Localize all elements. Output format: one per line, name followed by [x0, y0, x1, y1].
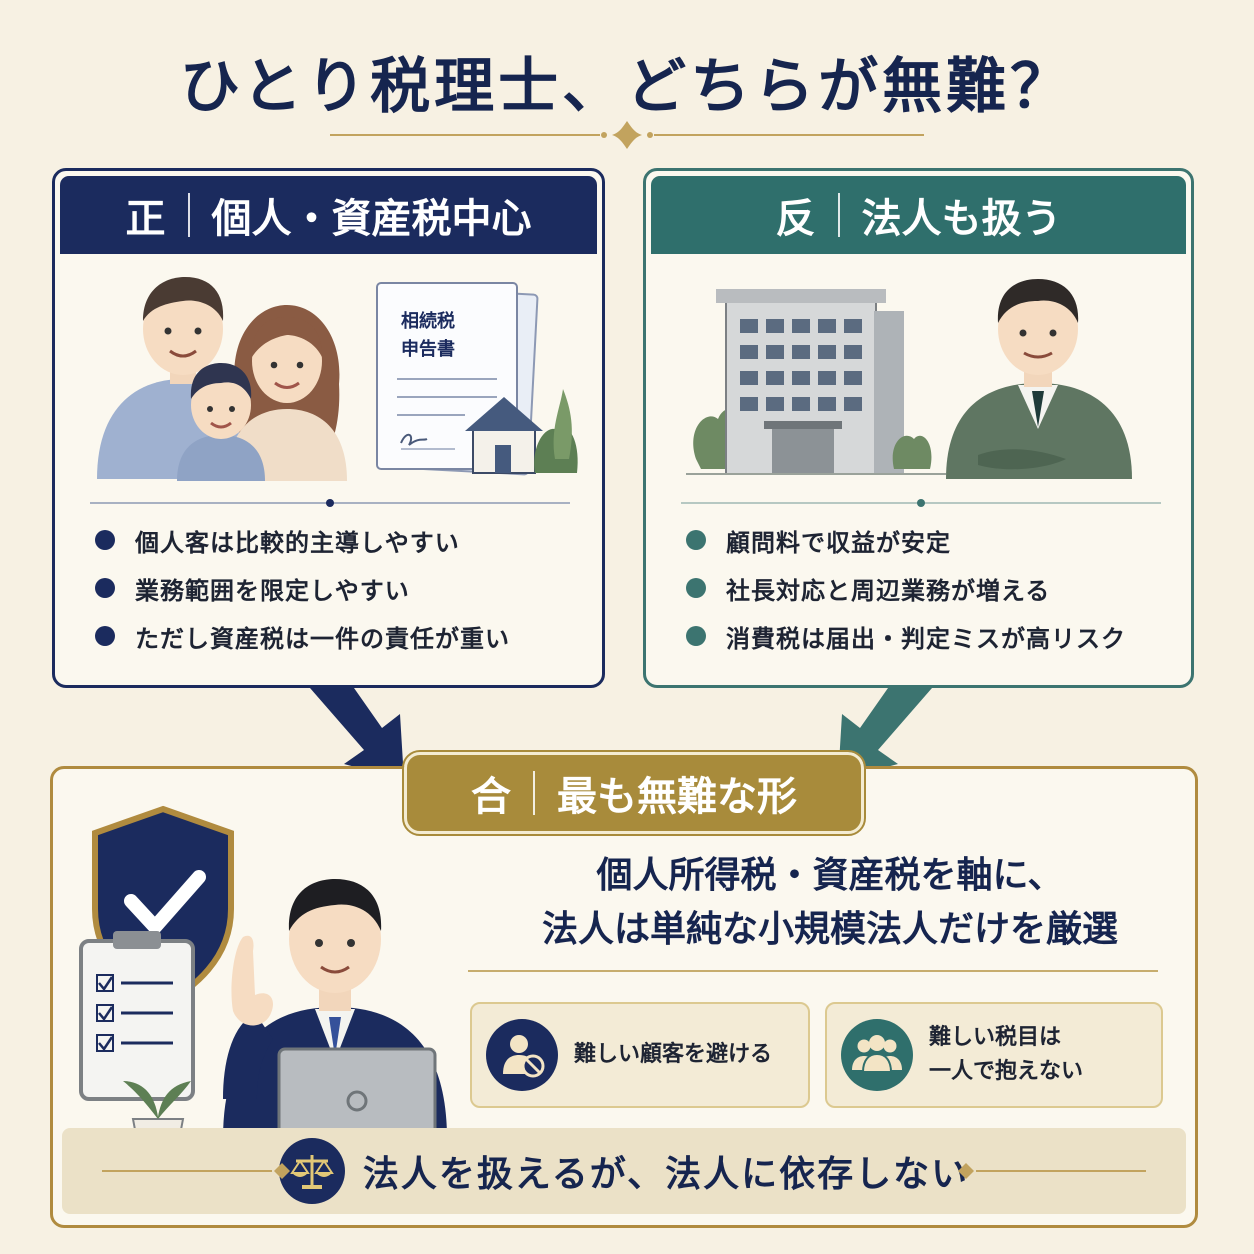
page-title: ひとり税理士、どちらが無難？ [179, 52, 1075, 122]
antithesis-marker: 反 [775, 195, 816, 242]
synthesis-heading: 最も無難な形 [557, 773, 797, 820]
thesis-points: 個人客は比較的主導しやすい 業務範囲を限定しやすい ただし資産税は一件の責任が重… [95, 516, 510, 660]
conclusion-text: 法人を扱えるが、法人に依存しない [362, 1153, 970, 1195]
antithesis-points: 顧問料で収益が安定 社長対応と周辺業務が増える 消費税は届出・判定ミスが高リスク [686, 516, 1126, 660]
person-block-icon [486, 1019, 558, 1091]
section-divider [90, 499, 570, 507]
antithesis-heading: 法人も扱う [861, 195, 1062, 242]
list-item: 顧問料で収益が安定 [686, 516, 1126, 564]
synthesis-header: 合 最も無難な形 [402, 750, 866, 836]
tip-card-share-taxes: 難しい税目は 一人で抱えない [825, 1002, 1163, 1108]
corporate-illustration [686, 279, 1132, 479]
bullet-icon [95, 626, 115, 646]
antithesis-card: 反 法人も扱う [643, 168, 1194, 688]
list-item: 業務範囲を限定しやすい [95, 564, 510, 612]
header-separator [533, 771, 535, 815]
title-ornament [330, 121, 924, 149]
bullet-icon [686, 530, 706, 550]
thesis-marker: 正 [125, 195, 166, 242]
thesis-heading: 個人・資産税中心 [211, 195, 532, 242]
synthesis-marker: 合 [471, 773, 511, 820]
conclusion-banner: 法人を扱えるが、法人に依存しない [62, 1128, 1186, 1214]
header-separator [187, 193, 190, 237]
ornament-left [102, 1163, 290, 1179]
list-item: ただし資産税は一件の責任が重い [95, 612, 510, 660]
antithesis-header: 反 法人も扱う [651, 176, 1186, 254]
clipboard-icon [79, 931, 195, 1101]
house-icon [465, 389, 578, 474]
businessman-figure [946, 279, 1132, 479]
arrow-down-left-icon [838, 688, 932, 780]
tip-text-1: 難しい顧客を避ける [574, 1042, 773, 1067]
child-figure [177, 363, 265, 481]
group-icon [841, 1019, 913, 1091]
bullet-icon [686, 626, 706, 646]
synthesis-main-text: 個人所得税・資産税を軸に、 法人は単純な小規模法人だけを厳選 [470, 848, 1190, 956]
main-text-line-1: 個人所得税・資産税を軸に、 [596, 854, 1064, 896]
main-text-line-2: 法人は単純な小規模法人だけを厳選 [541, 908, 1118, 950]
bullet-icon [686, 578, 706, 598]
thesis-header: 正 個人・資産税中心 [60, 176, 597, 254]
bullet-icon [95, 530, 115, 550]
building-icon [686, 289, 946, 475]
list-item: 個人客は比較的主導しやすい [95, 516, 510, 564]
thesis-card: 正 個人・資産税中心 [52, 168, 605, 688]
arrow-down-right-icon [310, 688, 404, 780]
family-illustration: 相続税 申告書 [97, 277, 578, 481]
list-item: 社長対応と周辺業務が増える [686, 564, 1126, 612]
divider [468, 970, 1158, 972]
section-divider [681, 499, 1161, 507]
list-item: 消費税は届出・判定ミスが高リスク [686, 612, 1126, 660]
header-separator [837, 193, 840, 237]
document-label-2: 申告書 [401, 338, 455, 360]
document-label-1: 相続税 [401, 310, 455, 332]
tip-text-2: 難しい税目は 一人で抱えない [929, 1025, 1084, 1084]
tip-card-avoid-clients: 難しい顧客を避ける [470, 1002, 810, 1108]
ornament-right [958, 1163, 1146, 1179]
bullet-icon [95, 578, 115, 598]
